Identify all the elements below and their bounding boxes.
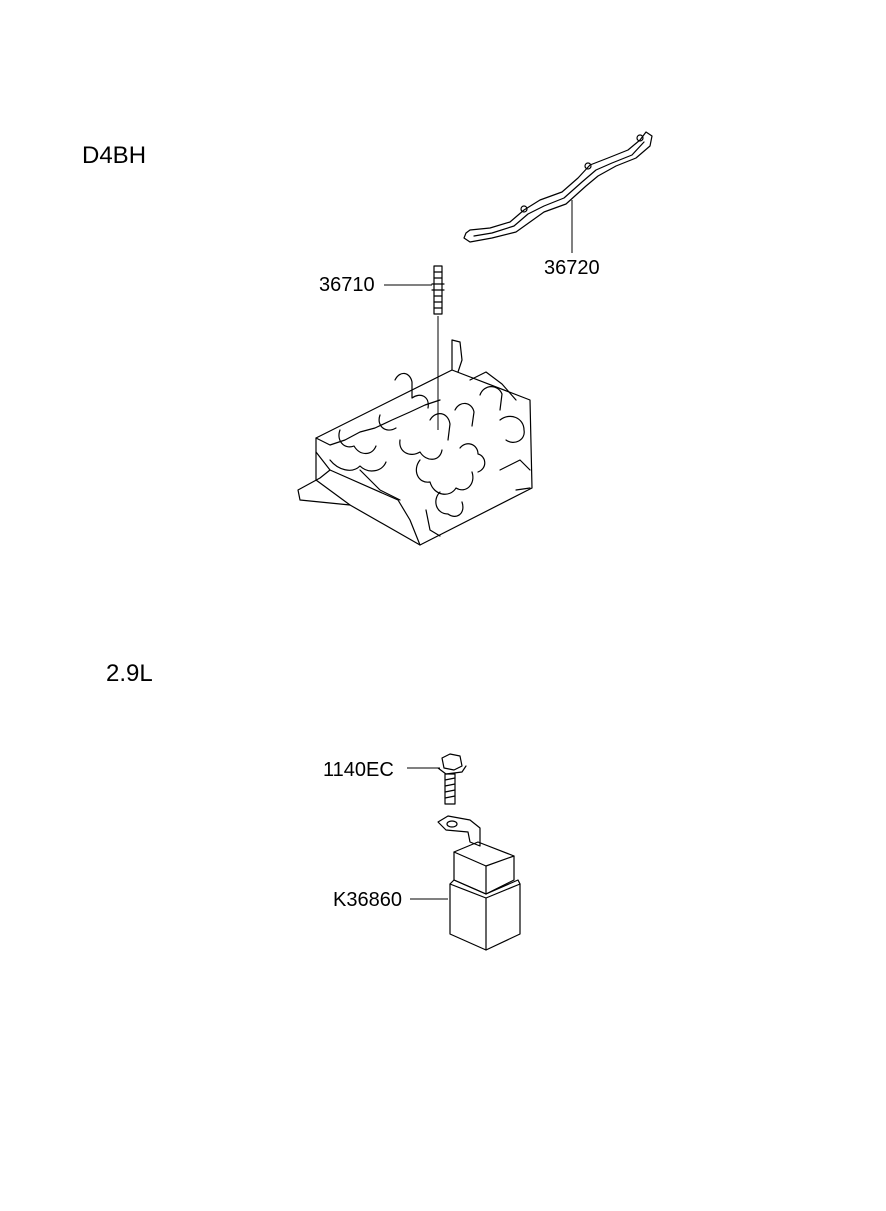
stud-bolt-illustration xyxy=(384,265,445,430)
part-number-36720: 36720 xyxy=(544,257,600,279)
wiring-bracket-illustration xyxy=(463,131,653,253)
flange-bolt-illustration xyxy=(407,753,467,805)
part-number-k36860: K36860 xyxy=(333,889,402,911)
section-label-d4bh: D4BH xyxy=(82,142,147,169)
section-label-2-9l: 2.9L xyxy=(106,660,153,687)
part-number-1140ec: 1140EC xyxy=(323,759,394,781)
relay-illustration xyxy=(410,815,521,951)
part-number-36710: 36710 xyxy=(319,274,375,296)
cylinder-head-illustration xyxy=(297,339,533,546)
